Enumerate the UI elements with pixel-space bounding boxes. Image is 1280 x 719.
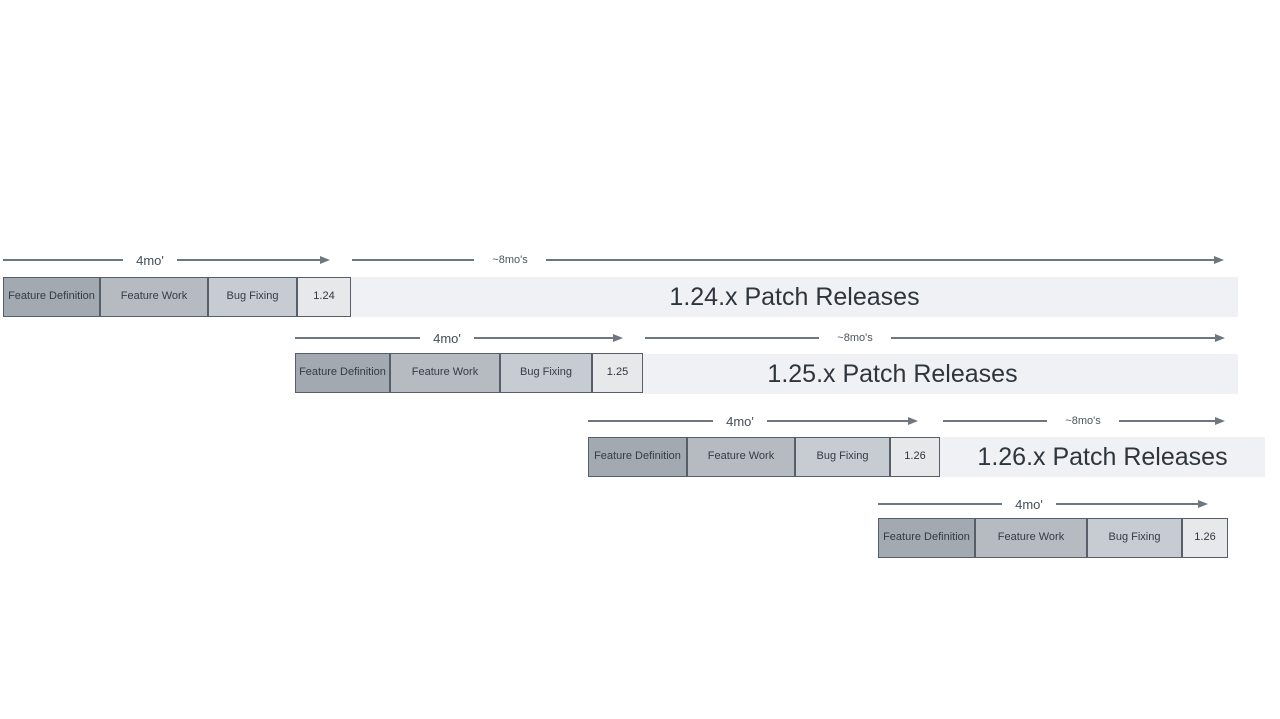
timeline-arrow-8mo: ~8mo's [645, 330, 1225, 346]
version-box: 1.25 [592, 353, 643, 393]
version-label: 1.26 [904, 450, 926, 463]
version-box: 1.24 [297, 277, 351, 317]
arrow-label-4mo: 4mo' [136, 253, 164, 268]
arrow-line [767, 420, 909, 422]
phase-box-bug-fixing: Bug Fixing [795, 437, 890, 477]
phase-label: Feature Definition [594, 450, 681, 463]
phase-box-feature-work: Feature Work [687, 437, 795, 477]
phase-label: Feature Definition [883, 531, 970, 544]
arrow-label-8mo: ~8mo's [837, 332, 873, 344]
phase-label: Feature Definition [299, 366, 386, 379]
timeline-arrow-4mo: 4mo' [588, 413, 918, 429]
phase-label: Feature Definition [8, 290, 95, 303]
phase-label: Feature Work [997, 531, 1065, 544]
phase-box-bug-fixing: Bug Fixing [500, 353, 592, 393]
arrow-line [645, 337, 819, 339]
version-box: 1.26 [890, 437, 940, 477]
arrow-line [943, 420, 1047, 422]
phase-label: Feature Work [411, 366, 479, 379]
arrowhead-icon [320, 256, 330, 264]
arrow-line [1056, 503, 1199, 505]
timeline-arrow-4mo: 4mo' [878, 496, 1208, 512]
phase-box-feature-definition: Feature Definition [588, 437, 687, 477]
phase-box-feature-work: Feature Work [390, 353, 500, 393]
phase-label: Feature Work [707, 450, 775, 463]
arrow-line [474, 337, 614, 339]
arrow-line [295, 337, 420, 339]
arrow-line [352, 259, 474, 261]
arrow-line [177, 259, 321, 261]
arrow-line [546, 259, 1215, 261]
patch-releases-bar: 1.26.x Patch Releases [940, 437, 1265, 477]
arrow-label-8mo: ~8mo's [492, 254, 528, 266]
arrow-line [878, 503, 1002, 505]
phase-label: Bug Fixing [1108, 531, 1161, 544]
version-label: 1.24 [313, 290, 335, 303]
timeline-arrow-4mo: 4mo' [295, 330, 623, 346]
phase-box-feature-work: Feature Work [975, 518, 1087, 558]
version-label: 1.26 [1194, 531, 1216, 544]
arrow-label-4mo: 4mo' [726, 414, 754, 429]
phase-label: Bug Fixing [226, 290, 279, 303]
arrowhead-icon [908, 417, 918, 425]
arrow-line [588, 420, 713, 422]
arrow-line [3, 259, 123, 261]
timeline-arrow-8mo: ~8mo's [943, 413, 1225, 429]
phase-box-feature-definition: Feature Definition [3, 277, 100, 317]
version-label: 1.25 [606, 366, 629, 379]
arrowhead-icon [1215, 417, 1225, 425]
version-box: 1.26 [1182, 518, 1228, 558]
timeline-arrow-8mo: ~8mo's [352, 252, 1224, 268]
phase-label: Feature Work [120, 290, 188, 303]
arrow-label-8mo: ~8mo's [1065, 415, 1101, 427]
arrow-label-4mo: 4mo' [1015, 497, 1043, 512]
arrow-line [1119, 420, 1216, 422]
phase-box-feature-definition: Feature Definition [878, 518, 975, 558]
patch-releases-bar: 1.24.x Patch Releases [351, 277, 1238, 317]
phase-label: Bug Fixing [816, 450, 869, 463]
arrow-line [891, 337, 1216, 339]
phase-box-feature-work: Feature Work [100, 277, 208, 317]
arrowhead-icon [613, 334, 623, 342]
arrowhead-icon [1198, 500, 1208, 508]
phase-box-bug-fixing: Bug Fixing [1087, 518, 1182, 558]
timeline-arrow-4mo: 4mo' [3, 252, 330, 268]
phase-label: Bug Fixing [520, 366, 572, 379]
patch-releases-label: 1.25.x Patch Releases [767, 359, 1018, 388]
patch-releases-bar: 1.25.x Patch Releases [643, 354, 1238, 394]
arrowhead-icon [1214, 256, 1224, 264]
patch-releases-label: 1.24.x Patch Releases [669, 282, 920, 311]
patch-releases-label: 1.26.x Patch Releases [977, 442, 1228, 471]
arrowhead-icon [1215, 334, 1225, 342]
phase-box-feature-definition: Feature Definition [295, 353, 390, 393]
phase-box-bug-fixing: Bug Fixing [208, 277, 297, 317]
arrow-label-4mo: 4mo' [433, 331, 461, 346]
